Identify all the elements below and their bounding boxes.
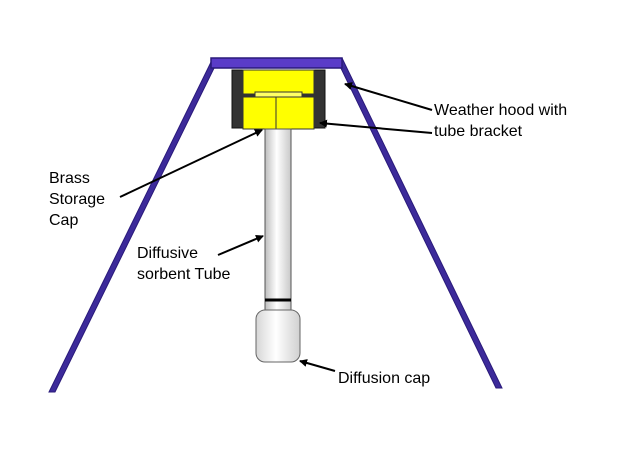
label-brass-cap-line3: Cap [49,212,79,229]
label-sorbent-tube: Diffusive sorbent Tube [137,243,230,285]
arrow-sorbent-tube [217,235,264,256]
label-weather-hood-line2: tube bracket [434,123,523,140]
brass-cap-lower-left [242,96,277,130]
label-weather-hood-line1: Weather hood with [434,102,568,119]
diffusion-cap [255,309,301,363]
label-diffusion-cap: Diffusion cap [338,368,430,389]
arrow-diffusion-cap [299,359,336,372]
label-brass-cap: Brass Storage Cap [49,168,105,231]
sorbent-tube [264,128,292,317]
hood-top-plate [210,57,343,69]
label-sorbent-tube-line1: Diffusive [137,245,199,262]
arrow-weather-hood [344,82,433,111]
label-sorbent-tube-line2: sorbent Tube [137,266,231,283]
brass-cap-upper [242,69,315,95]
brass-cap-lower-right [275,96,315,130]
arrow-tube-bracket [319,119,433,134]
label-brass-cap-line2: Storage [49,191,106,208]
label-weather-hood: Weather hood with tube bracket [434,100,567,142]
label-brass-cap-line1: Brass [49,170,90,187]
label-diffusion-cap-line1: Diffusion cap [338,370,431,387]
arrow-brass-cap [119,129,263,198]
